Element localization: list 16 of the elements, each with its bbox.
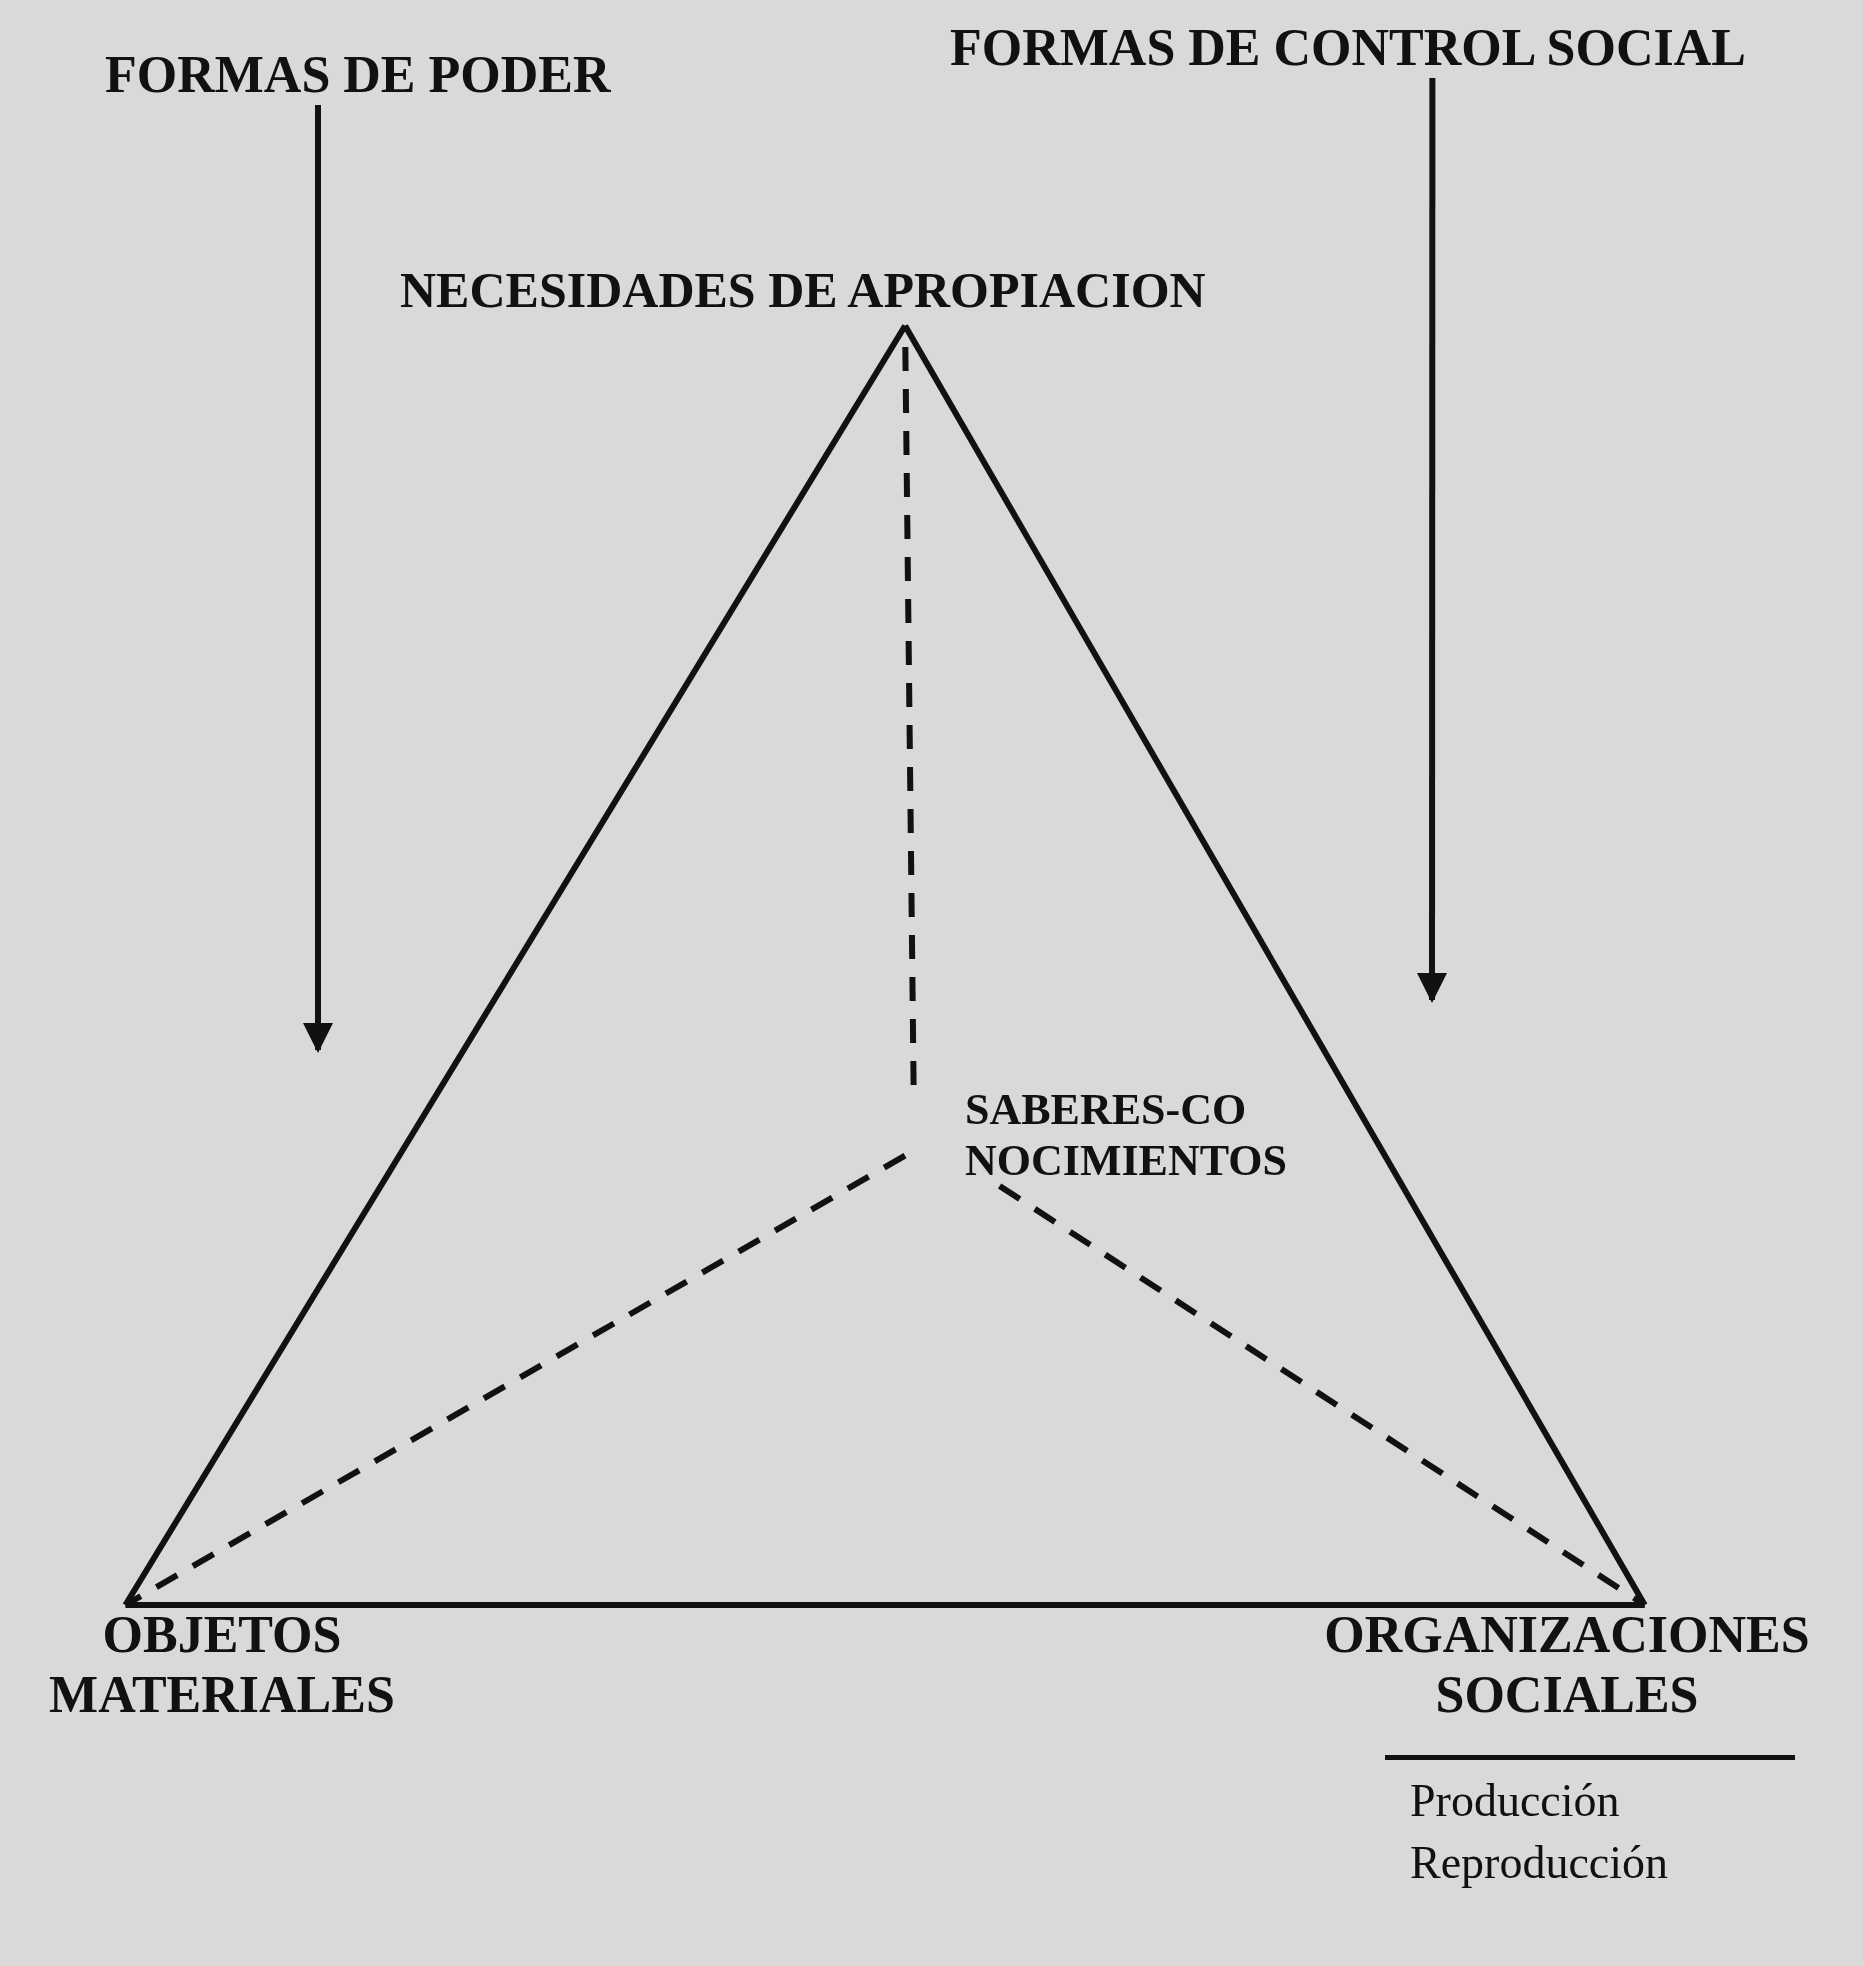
node-note: Reproducción bbox=[1410, 1836, 1669, 1890]
arrow bbox=[303, 105, 333, 1053]
triangle-side bbox=[122, 324, 908, 1607]
arrow bbox=[1417, 78, 1447, 1003]
triangle-side bbox=[125, 1602, 1645, 1608]
vertex-label: NECESIDADES DE APROPIACION bbox=[400, 262, 1320, 320]
dashed-line bbox=[902, 325, 917, 1086]
heading-label: FORMAS DE CONTROL SOCIAL bbox=[950, 18, 1850, 78]
node-note: Producción bbox=[1410, 1774, 1620, 1828]
triangle-side bbox=[902, 324, 1648, 1607]
heading-label: FORMAS DE PODER bbox=[105, 45, 705, 105]
vertex-label: ORGANIZACIONES SOCIALES bbox=[1297, 1605, 1837, 1725]
dashed-line bbox=[997, 1183, 1647, 1608]
center-label: SABERES-CO NOCIMIENTOS bbox=[905, 1085, 1335, 1187]
dashed-line bbox=[123, 1153, 907, 1608]
vertex-label: OBJETOS MATERIALES bbox=[12, 1605, 432, 1725]
